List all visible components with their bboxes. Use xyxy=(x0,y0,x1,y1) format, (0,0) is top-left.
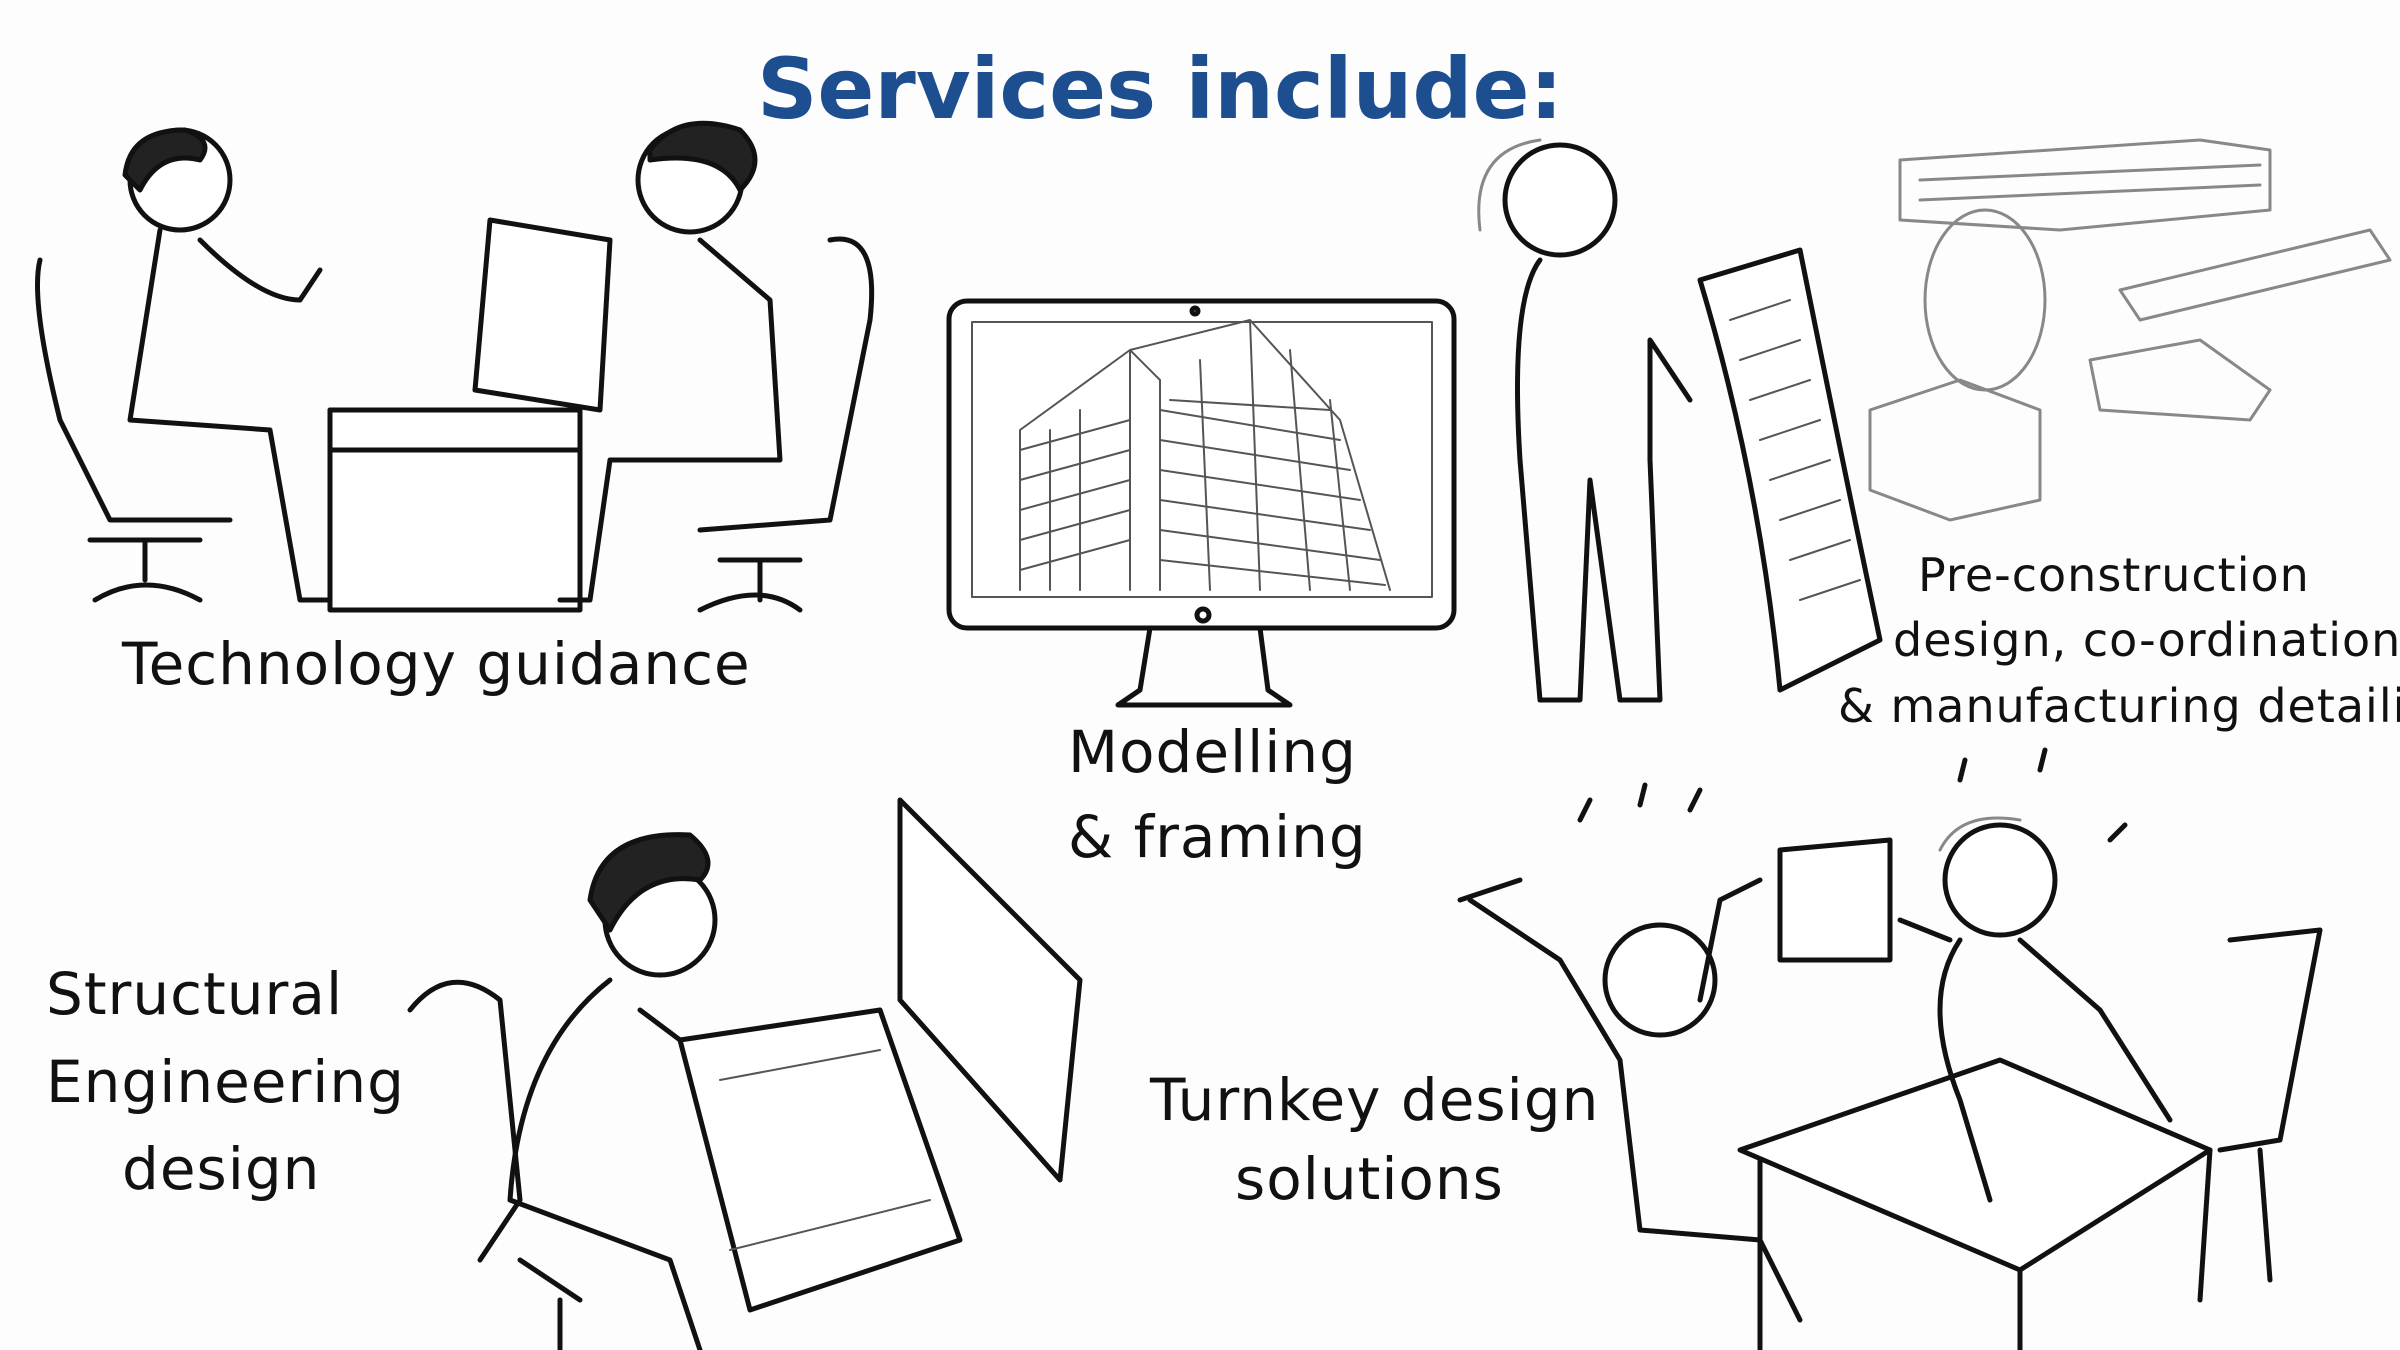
service-technology-guidance: Technology guidance xyxy=(122,630,751,698)
service-turnkey-line2: solutions xyxy=(1235,1145,1504,1213)
left-chair xyxy=(35,257,233,603)
right-chair xyxy=(2217,927,2323,1283)
structural-illustration xyxy=(407,797,1083,1350)
building-sketch xyxy=(1019,319,1391,591)
drawing-tablet xyxy=(677,1007,963,1313)
left-man-body xyxy=(1457,877,1803,1323)
meeting-illustration xyxy=(35,120,875,613)
monitor-screen xyxy=(971,321,1433,598)
monitor-stand xyxy=(1115,625,1293,708)
drafting-monitor xyxy=(897,797,1083,1183)
right-man-head xyxy=(1942,822,2058,938)
right-man-body xyxy=(557,237,783,603)
service-structural-line3: design xyxy=(122,1135,321,1203)
service-structural-line2: Engineering xyxy=(46,1048,405,1116)
left-man-head xyxy=(1602,922,1718,1038)
service-modelling-line1: Modelling xyxy=(1068,718,1357,786)
service-modelling-line2: & framing xyxy=(1068,803,1367,871)
monitor-frame xyxy=(946,298,1457,631)
page-title: Services include: xyxy=(756,40,1564,138)
service-turnkey-line1: Turnkey design xyxy=(1150,1066,1600,1134)
left-man-body xyxy=(127,227,343,603)
man-body xyxy=(1515,257,1693,703)
service-preconstruction-line2: design, co-ordination xyxy=(1893,613,2400,667)
turnkey-illustration xyxy=(1457,747,2323,1350)
table xyxy=(1737,1057,2213,1273)
service-preconstruction-line3: & manufacturing detailing xyxy=(1838,679,2400,733)
preconstruction-illustration xyxy=(1477,138,2392,703)
long-list xyxy=(1697,247,1883,693)
right-man-body xyxy=(1897,917,2173,1203)
building-materials xyxy=(1868,138,2392,522)
man-head xyxy=(1502,142,1618,258)
service-structural-line1: Structural xyxy=(46,960,344,1028)
document xyxy=(472,217,613,413)
monitor-illustration xyxy=(946,298,1457,708)
service-preconstruction-line1: Pre-construction xyxy=(1918,548,2310,602)
tablet xyxy=(1777,837,1893,963)
chair xyxy=(407,979,583,1350)
right-chair xyxy=(697,236,875,613)
